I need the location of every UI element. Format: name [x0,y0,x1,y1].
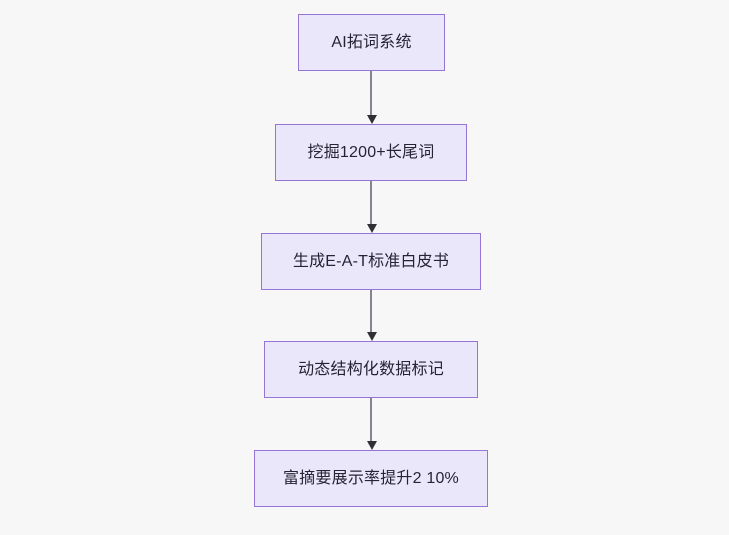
flow-node-label: 富摘要展示率提升2 10% [283,469,459,487]
flow-node-label: 动态结构化数据标记 [298,360,444,378]
flow-node-label: 生成E-A-T标准白皮书 [292,252,450,270]
flow-node-ai-keyword-system[interactable]: AI拓词系统 [298,14,445,71]
edge-line [370,290,372,332]
flow-node-label: 挖掘1200+长尾词 [307,143,435,161]
arrow-head-icon [367,115,377,124]
edge-line [370,181,372,224]
flow-node-rich-snippet-impression-lift[interactable]: 富摘要展示率提升2 10% [254,450,488,507]
arrow-head-icon [367,441,377,450]
flow-node-label: AI拓词系统 [331,33,412,51]
flow-node-mine-longtail-keywords[interactable]: 挖掘1200+长尾词 [275,124,467,181]
flow-node-generate-eat-whitepaper[interactable]: 生成E-A-T标准白皮书 [261,233,481,290]
edge-line [370,71,372,115]
flow-node-dynamic-structured-data-markup[interactable]: 动态结构化数据标记 [264,341,478,398]
arrow-head-icon [367,224,377,233]
arrow-head-icon [367,332,377,341]
edge-line [370,398,372,441]
